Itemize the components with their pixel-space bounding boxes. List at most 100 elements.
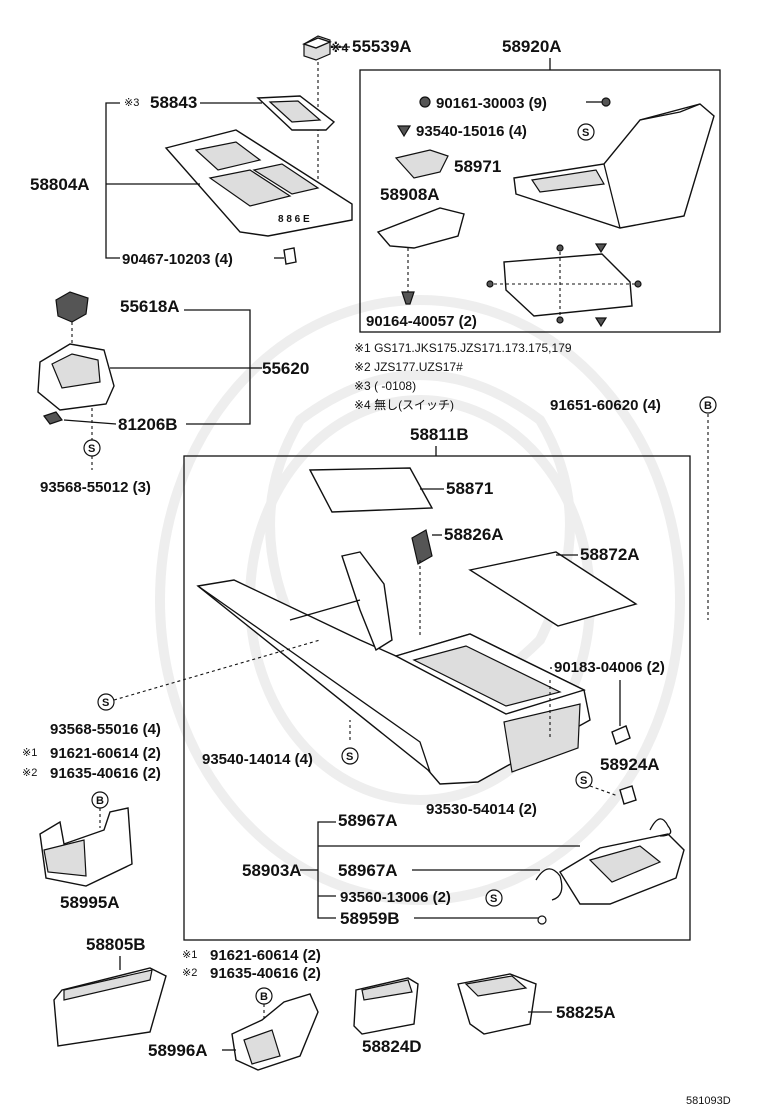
label-91651: 91651-60620 (4) xyxy=(550,397,661,414)
label-58843: 58843 xyxy=(150,93,197,112)
label-58903A: 58903A xyxy=(242,861,302,880)
note-mark-3: ※3 xyxy=(124,97,139,109)
dashed-leader xyxy=(113,639,321,701)
label-90164: 90164-40057 (2) xyxy=(366,313,477,330)
s-clip-icon xyxy=(575,771,593,789)
b-bolt-symbol: B xyxy=(96,795,104,807)
group-box-58920A xyxy=(359,69,721,333)
part-58959B-bulb xyxy=(537,915,547,925)
label-55618A: 55618A xyxy=(120,297,180,316)
label-91621a: 91621-60614 (2) xyxy=(50,745,161,762)
part-58843-trim xyxy=(256,95,336,131)
note-mark-1a: ※1 xyxy=(22,747,37,759)
part-58805B-panel xyxy=(53,967,167,1047)
note-mark-2b: ※2 xyxy=(182,967,197,979)
note-4: ※4 無し(スイッチ) xyxy=(354,397,454,412)
label-58871: 58871 xyxy=(446,479,493,498)
group-box-58811B xyxy=(183,455,691,941)
label-58908A: 58908A xyxy=(380,185,440,204)
label-58824D: 58824D xyxy=(362,1037,422,1056)
s-clip-symbol: S xyxy=(580,775,587,787)
bracket-55620 xyxy=(184,309,251,425)
label-58804A: 58804A xyxy=(30,175,90,194)
svg-text:8 8 6 E: 8 8 6 E xyxy=(278,214,310,225)
bracket-58903A xyxy=(317,821,336,919)
label-90467: 90467-10203 (4) xyxy=(122,251,233,268)
b-bolt-symbol: B xyxy=(704,400,712,412)
b-bolt-symbol: B xyxy=(260,991,268,1003)
s-clip-symbol: S xyxy=(88,443,95,455)
label-58872A: 58872A xyxy=(580,545,640,564)
note-mark-2a: ※2 xyxy=(22,767,37,779)
part-90183-clip xyxy=(611,725,631,745)
part-55618A-button xyxy=(55,291,89,323)
part-90161-screw-icon xyxy=(419,96,431,108)
bracket-58804A xyxy=(105,102,120,259)
note-mark-4: ※4 xyxy=(330,41,349,55)
s-clip-symbol: S xyxy=(102,697,109,709)
label-55620: 55620 xyxy=(262,359,309,378)
part-58826A-switch xyxy=(411,529,433,565)
part-58824D-tray xyxy=(353,977,419,1035)
part-81206B-clip xyxy=(43,411,63,425)
part-58920A-armrest xyxy=(513,103,715,229)
part-58871-mat xyxy=(308,467,434,513)
note-2: ※2 JZS177.UZS17# xyxy=(354,360,463,374)
part-58908A-lock xyxy=(376,207,465,249)
part-93540-triangle-icon xyxy=(396,125,412,138)
label-93540a: 93540-15016 (4) xyxy=(416,123,527,140)
s-clip-symbol: S xyxy=(490,893,497,905)
label-58996A: 58996A xyxy=(148,1041,208,1060)
screw-icon xyxy=(601,97,611,107)
part-58995A-bracket xyxy=(39,807,133,887)
b-bolt-icon xyxy=(699,396,717,414)
label-93568b: 93568-55016 (4) xyxy=(50,721,161,738)
part-55620-cup-holder xyxy=(37,343,115,411)
label-58805B: 58805B xyxy=(86,935,146,954)
label-58811B: 58811B xyxy=(410,425,469,444)
part-58872A-mat xyxy=(468,551,638,627)
s-clip-icon xyxy=(97,693,115,711)
part-58825A-box xyxy=(457,973,537,1035)
part-58996A-bracket xyxy=(231,993,319,1071)
note-mark-1b: ※1 xyxy=(182,949,197,961)
label-93568a: 93568-55012 (3) xyxy=(40,479,151,496)
part-90164-screw-icon xyxy=(401,291,415,305)
label-58825A: 58825A xyxy=(556,1003,616,1022)
label-58967Ab: 58967A xyxy=(338,861,398,880)
label-58920A: 58920A xyxy=(502,37,562,56)
label-58971: 58971 xyxy=(454,157,501,176)
diagram-code: 581093D xyxy=(686,1095,731,1107)
label-91635a: 91635-40616 (2) xyxy=(50,765,161,782)
label-93530: 93530-54014 (2) xyxy=(426,801,537,818)
part-58971-hinge xyxy=(394,149,449,179)
part-90467-clip xyxy=(283,247,297,265)
note-3: ※3 ( -0108) xyxy=(354,379,416,393)
label-58959B: 58959B xyxy=(340,909,400,928)
s-clip-icon xyxy=(577,123,595,141)
part-58804A-shift-bezel: 8 8 6 E xyxy=(164,129,353,237)
label-91635b: 91635-40616 (2) xyxy=(210,965,321,982)
s-clip-symbol: S xyxy=(346,751,353,763)
label-91621b: 91621-60614 (2) xyxy=(210,947,321,964)
part-58811B-console-body xyxy=(196,551,591,785)
dashed-leader xyxy=(589,785,619,797)
label-55539A: 55539A xyxy=(352,37,412,56)
s-clip-icon xyxy=(485,889,503,907)
label-58826A: 58826A xyxy=(444,525,504,544)
leader-line xyxy=(63,419,117,425)
note-1: ※1 GS171.JKS175.JZS171.173.175,179 xyxy=(354,341,572,355)
label-93540b: 93540-14014 (4) xyxy=(202,751,313,768)
part-58924A-lamp xyxy=(619,785,637,805)
label-58967Aa: 58967A xyxy=(338,811,398,830)
label-93560: 93560-13006 (2) xyxy=(340,889,451,906)
label-58924A: 58924A xyxy=(600,755,660,774)
s-clip-symbol: S xyxy=(582,127,589,139)
label-90183: 90183-04006 (2) xyxy=(554,659,665,676)
part-55539A-switch xyxy=(302,35,332,61)
part-58903A-ashtray xyxy=(535,818,685,905)
label-58995A: 58995A xyxy=(60,893,120,912)
label-90161: 90161-30003 (9) xyxy=(436,95,547,112)
armrest-base-detail xyxy=(486,243,642,328)
